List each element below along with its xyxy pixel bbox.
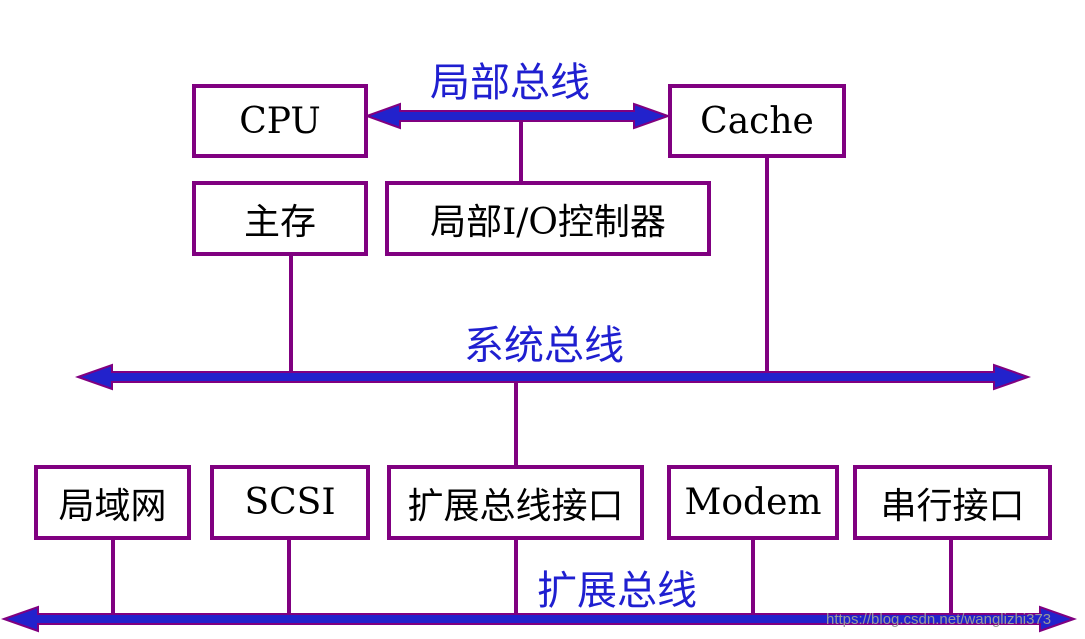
cache-label: Cache (700, 100, 814, 142)
system-bus-label-text: 系统总线 (464, 323, 624, 369)
serial-interface-box: 串行接口 (853, 465, 1052, 540)
lan-box: 局域网 (34, 465, 191, 540)
local-io-controller-label: 局部I/O控制器 (430, 201, 666, 243)
local-io-controller-box: 局部I/O控制器 (385, 181, 711, 256)
scsi-label: SCSI (244, 482, 336, 523)
system-bus-label: 系统总线 (464, 313, 624, 371)
expansion-bus-interface-label: 扩展总线接口 (407, 485, 624, 527)
modem-label: Modem (684, 482, 822, 523)
lan-label: 局域网 (58, 485, 167, 527)
expansion-bus-interface-box: 扩展总线接口 (387, 465, 644, 540)
expansion-bus-arrow (0, 605, 1078, 633)
expansion-bus-label: 扩展总线 (537, 558, 697, 616)
serial-interface-label: 串行接口 (880, 485, 1025, 527)
local-bus-label: 局部总线 (430, 50, 590, 108)
cpu-box: CPU (192, 84, 368, 158)
cpu-label: CPU (239, 100, 321, 142)
main-memory-label: 主存 (243, 201, 316, 243)
local-bus-label-text: 局部总线 (430, 60, 590, 106)
system-bus-arrow (74, 363, 1032, 391)
main-memory-box: 主存 (192, 181, 368, 256)
modem-box: Modem (667, 465, 839, 540)
cache-box: Cache (668, 84, 846, 158)
watermark: https://blog.csdn.net/wanglizhi373 (826, 611, 1052, 628)
expansion-bus-label-text: 扩展总线 (537, 568, 697, 614)
scsi-box: SCSI (210, 465, 370, 540)
